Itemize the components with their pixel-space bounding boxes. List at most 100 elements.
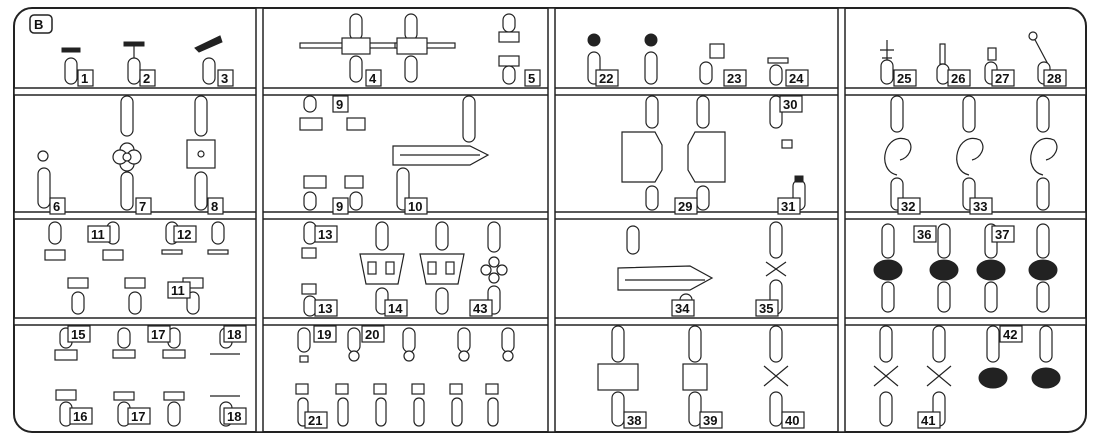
part-number: 18 — [227, 327, 241, 342]
part-label: 14 — [384, 299, 408, 317]
part-number: 20 — [365, 327, 379, 342]
part-label: 34 — [671, 299, 695, 317]
part-label: 25 — [893, 69, 917, 87]
part-number: 23 — [727, 71, 741, 86]
part-label: 2 — [139, 69, 156, 87]
part-label: 9 — [332, 95, 349, 113]
part-number: 4 — [369, 71, 377, 86]
sprue-letter-badge: B — [29, 14, 53, 34]
part-number: 1 — [81, 71, 88, 86]
part-number: 36 — [917, 227, 931, 242]
part-label: 21 — [304, 411, 328, 429]
part-number: 24 — [789, 71, 804, 86]
part-number: 6 — [53, 199, 60, 214]
part-number: 30 — [783, 97, 797, 112]
part-number: 26 — [951, 71, 965, 86]
part-number: 28 — [1047, 71, 1061, 86]
part-number: 38 — [627, 413, 641, 428]
part-label: 13 — [314, 299, 338, 317]
part-number: 35 — [759, 301, 773, 316]
part-label: 19 — [313, 325, 337, 343]
part-label: 43 — [469, 299, 493, 317]
part-label: 23 — [723, 69, 747, 87]
part-label: 18 — [223, 407, 247, 425]
part-number: 21 — [308, 413, 322, 428]
part-number: 33 — [973, 199, 987, 214]
part-number: 25 — [897, 71, 911, 86]
part-label: 11 — [87, 225, 111, 243]
part-label: 8 — [207, 197, 224, 215]
part-number: 3 — [221, 71, 228, 86]
part-label: 28 — [1043, 69, 1067, 87]
part-label: 32 — [897, 197, 921, 215]
part-label: 7 — [135, 197, 152, 215]
part-number: 17 — [151, 327, 165, 342]
part-label: 40 — [781, 411, 805, 429]
part-number: 7 — [139, 199, 146, 214]
part-number: 40 — [785, 413, 799, 428]
part-number: 19 — [317, 327, 331, 342]
part-number: 5 — [528, 71, 535, 86]
part-number: 29 — [678, 199, 692, 214]
part-label: 37 — [991, 225, 1015, 243]
part-number: 11 — [171, 283, 185, 298]
vertical-runners — [255, 7, 846, 433]
part-label: 3 — [217, 69, 234, 87]
part-number: 41 — [921, 413, 935, 428]
part-number: 11 — [91, 227, 105, 242]
part-number: 13 — [318, 301, 332, 316]
part-label: 39 — [699, 411, 723, 429]
part-number: 10 — [408, 199, 422, 214]
sprue-letter: B — [34, 17, 43, 32]
part-label: 12 — [173, 225, 197, 243]
part-label: 24 — [785, 69, 809, 87]
part-number: 2 — [143, 71, 150, 86]
part-number: 8 — [211, 199, 218, 214]
part-number: 34 — [675, 301, 690, 316]
part-number: 39 — [703, 413, 717, 428]
part-label: 10 — [404, 197, 428, 215]
part-label: 42 — [999, 325, 1023, 343]
part-number: 17 — [131, 409, 145, 424]
part-label: 17 — [147, 325, 171, 343]
part-number: 32 — [901, 199, 915, 214]
part-label: 33 — [969, 197, 993, 215]
part-number: 15 — [71, 327, 85, 342]
part-label: 17 — [127, 407, 151, 425]
part-number: 9 — [336, 199, 343, 214]
part-label: 41 — [917, 411, 941, 429]
part-label: 11 — [167, 281, 191, 299]
part-label: 1 — [77, 69, 94, 87]
part-number: 43 — [473, 301, 487, 316]
part-number: 31 — [781, 199, 795, 214]
part-label: 4 — [365, 69, 382, 87]
part-label: 26 — [947, 69, 971, 87]
part-number: 18 — [227, 409, 241, 424]
part-number: 37 — [995, 227, 1009, 242]
part-number: 9 — [336, 97, 343, 112]
part-label: 16 — [69, 407, 93, 425]
parts — [37, 13, 1061, 427]
part-label: 36 — [913, 225, 937, 243]
part-number: 14 — [388, 301, 403, 316]
part-label: 15 — [67, 325, 91, 343]
part-label: 9 — [332, 197, 349, 215]
part-label: 29 — [674, 197, 698, 215]
part-number: 13 — [318, 227, 332, 242]
part-label: 18 — [223, 325, 247, 343]
part-number: 22 — [599, 71, 613, 86]
part-label: 6 — [49, 197, 66, 215]
part-label: 13 — [314, 225, 338, 243]
part-number: 27 — [995, 71, 1009, 86]
part-label: 38 — [623, 411, 647, 429]
part-label: 31 — [777, 197, 801, 215]
part-number: 42 — [1003, 327, 1017, 342]
part-number: 12 — [177, 227, 191, 242]
part-label: 20 — [361, 325, 385, 343]
part-label: 35 — [755, 299, 779, 317]
part-label: 30 — [779, 95, 803, 113]
part-label: 22 — [595, 69, 619, 87]
part-label: 27 — [991, 69, 1015, 87]
